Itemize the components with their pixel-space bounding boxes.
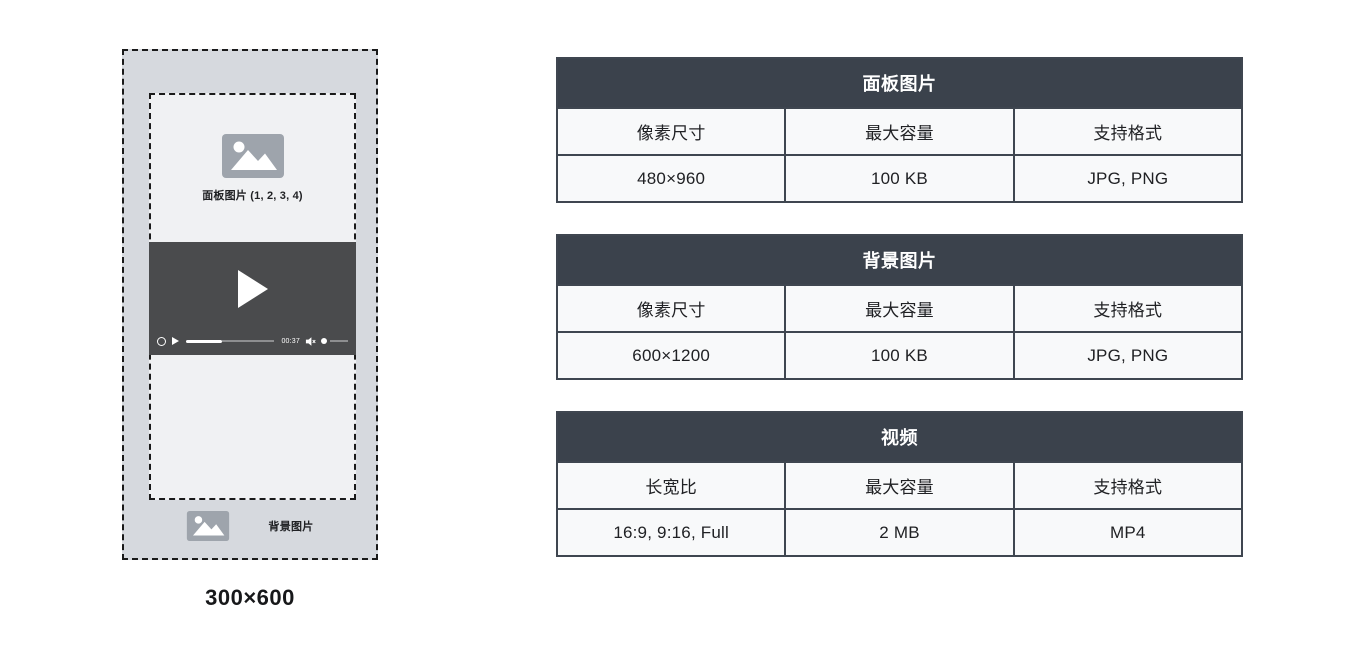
video-time: 00:37 (281, 337, 300, 345)
video-controls: 00:37 (157, 334, 348, 348)
table-cell: 600×1200 (558, 333, 785, 378)
small-play-icon (172, 337, 179, 345)
spec-table-panel-image: 面板图片 像素尺寸 最大容量 支持格式 480×960 100 KB JPG, … (556, 57, 1243, 203)
ad-size-label: 300×600 (205, 585, 295, 610)
table-cell: 480×960 (558, 156, 785, 201)
table-cell: 2 MB (784, 510, 1013, 555)
ad-mockup-panel: 面板图片 (1, 2, 3, 4) 00:37 (149, 93, 356, 500)
table-title: 面板图片 (558, 59, 1241, 107)
column-header: 最大容量 (784, 109, 1013, 154)
play-icon (237, 270, 268, 309)
video-player: 00:37 (149, 242, 356, 355)
column-header: 支持格式 (1012, 286, 1241, 331)
column-header: 支持格式 (1012, 463, 1241, 508)
table-row: 16:9, 9:16, Full 2 MB MP4 (558, 508, 1241, 555)
image-placeholder-icon (186, 511, 230, 541)
volume-track (330, 340, 348, 342)
replay-icon (157, 336, 166, 346)
column-header: 最大容量 (784, 286, 1013, 331)
ad-mockup-outer: 面板图片 (1, 2, 3, 4) 00:37 (122, 49, 378, 560)
panel-image-label: 面板图片 (1, 2, 3, 4) (202, 190, 303, 202)
table-cell: JPG, PNG (1012, 333, 1241, 378)
table-cell: 16:9, 9:16, Full (558, 510, 785, 555)
image-placeholder-icon (221, 134, 284, 178)
table-header-row: 长宽比 最大容量 支持格式 (558, 461, 1241, 508)
panel-image-slot: 面板图片 (1, 2, 3, 4) (151, 95, 354, 242)
progress-bar (186, 339, 275, 343)
progress-fill (186, 339, 223, 343)
column-header: 像素尺寸 (558, 286, 785, 331)
column-header: 像素尺寸 (558, 109, 785, 154)
table-cell: 100 KB (784, 333, 1013, 378)
table-row: 600×1200 100 KB JPG, PNG (558, 331, 1241, 378)
table-title: 视频 (558, 413, 1241, 461)
table-header-row: 像素尺寸 最大容量 支持格式 (558, 107, 1241, 154)
background-image-row: 背景图片 (124, 502, 376, 550)
volume-knob (321, 338, 327, 344)
mute-icon (305, 336, 316, 347)
table-title: 背景图片 (558, 236, 1241, 284)
column-header: 长宽比 (558, 463, 785, 508)
table-header-row: 像素尺寸 最大容量 支持格式 (558, 284, 1241, 331)
table-row: 480×960 100 KB JPG, PNG (558, 154, 1241, 201)
column-header: 支持格式 (1012, 109, 1241, 154)
spec-table-video: 视频 长宽比 最大容量 支持格式 16:9, 9:16, Full 2 MB M… (556, 411, 1243, 557)
progress-track (222, 340, 275, 342)
panel-lower-area (151, 355, 354, 498)
background-image-label: 背景图片 (268, 521, 314, 533)
spec-table-background-image: 背景图片 像素尺寸 最大容量 支持格式 600×1200 100 KB JPG,… (556, 234, 1243, 380)
column-header: 最大容量 (784, 463, 1013, 508)
table-cell: MP4 (1012, 510, 1241, 555)
table-cell: 100 KB (784, 156, 1013, 201)
table-cell: JPG, PNG (1012, 156, 1241, 201)
